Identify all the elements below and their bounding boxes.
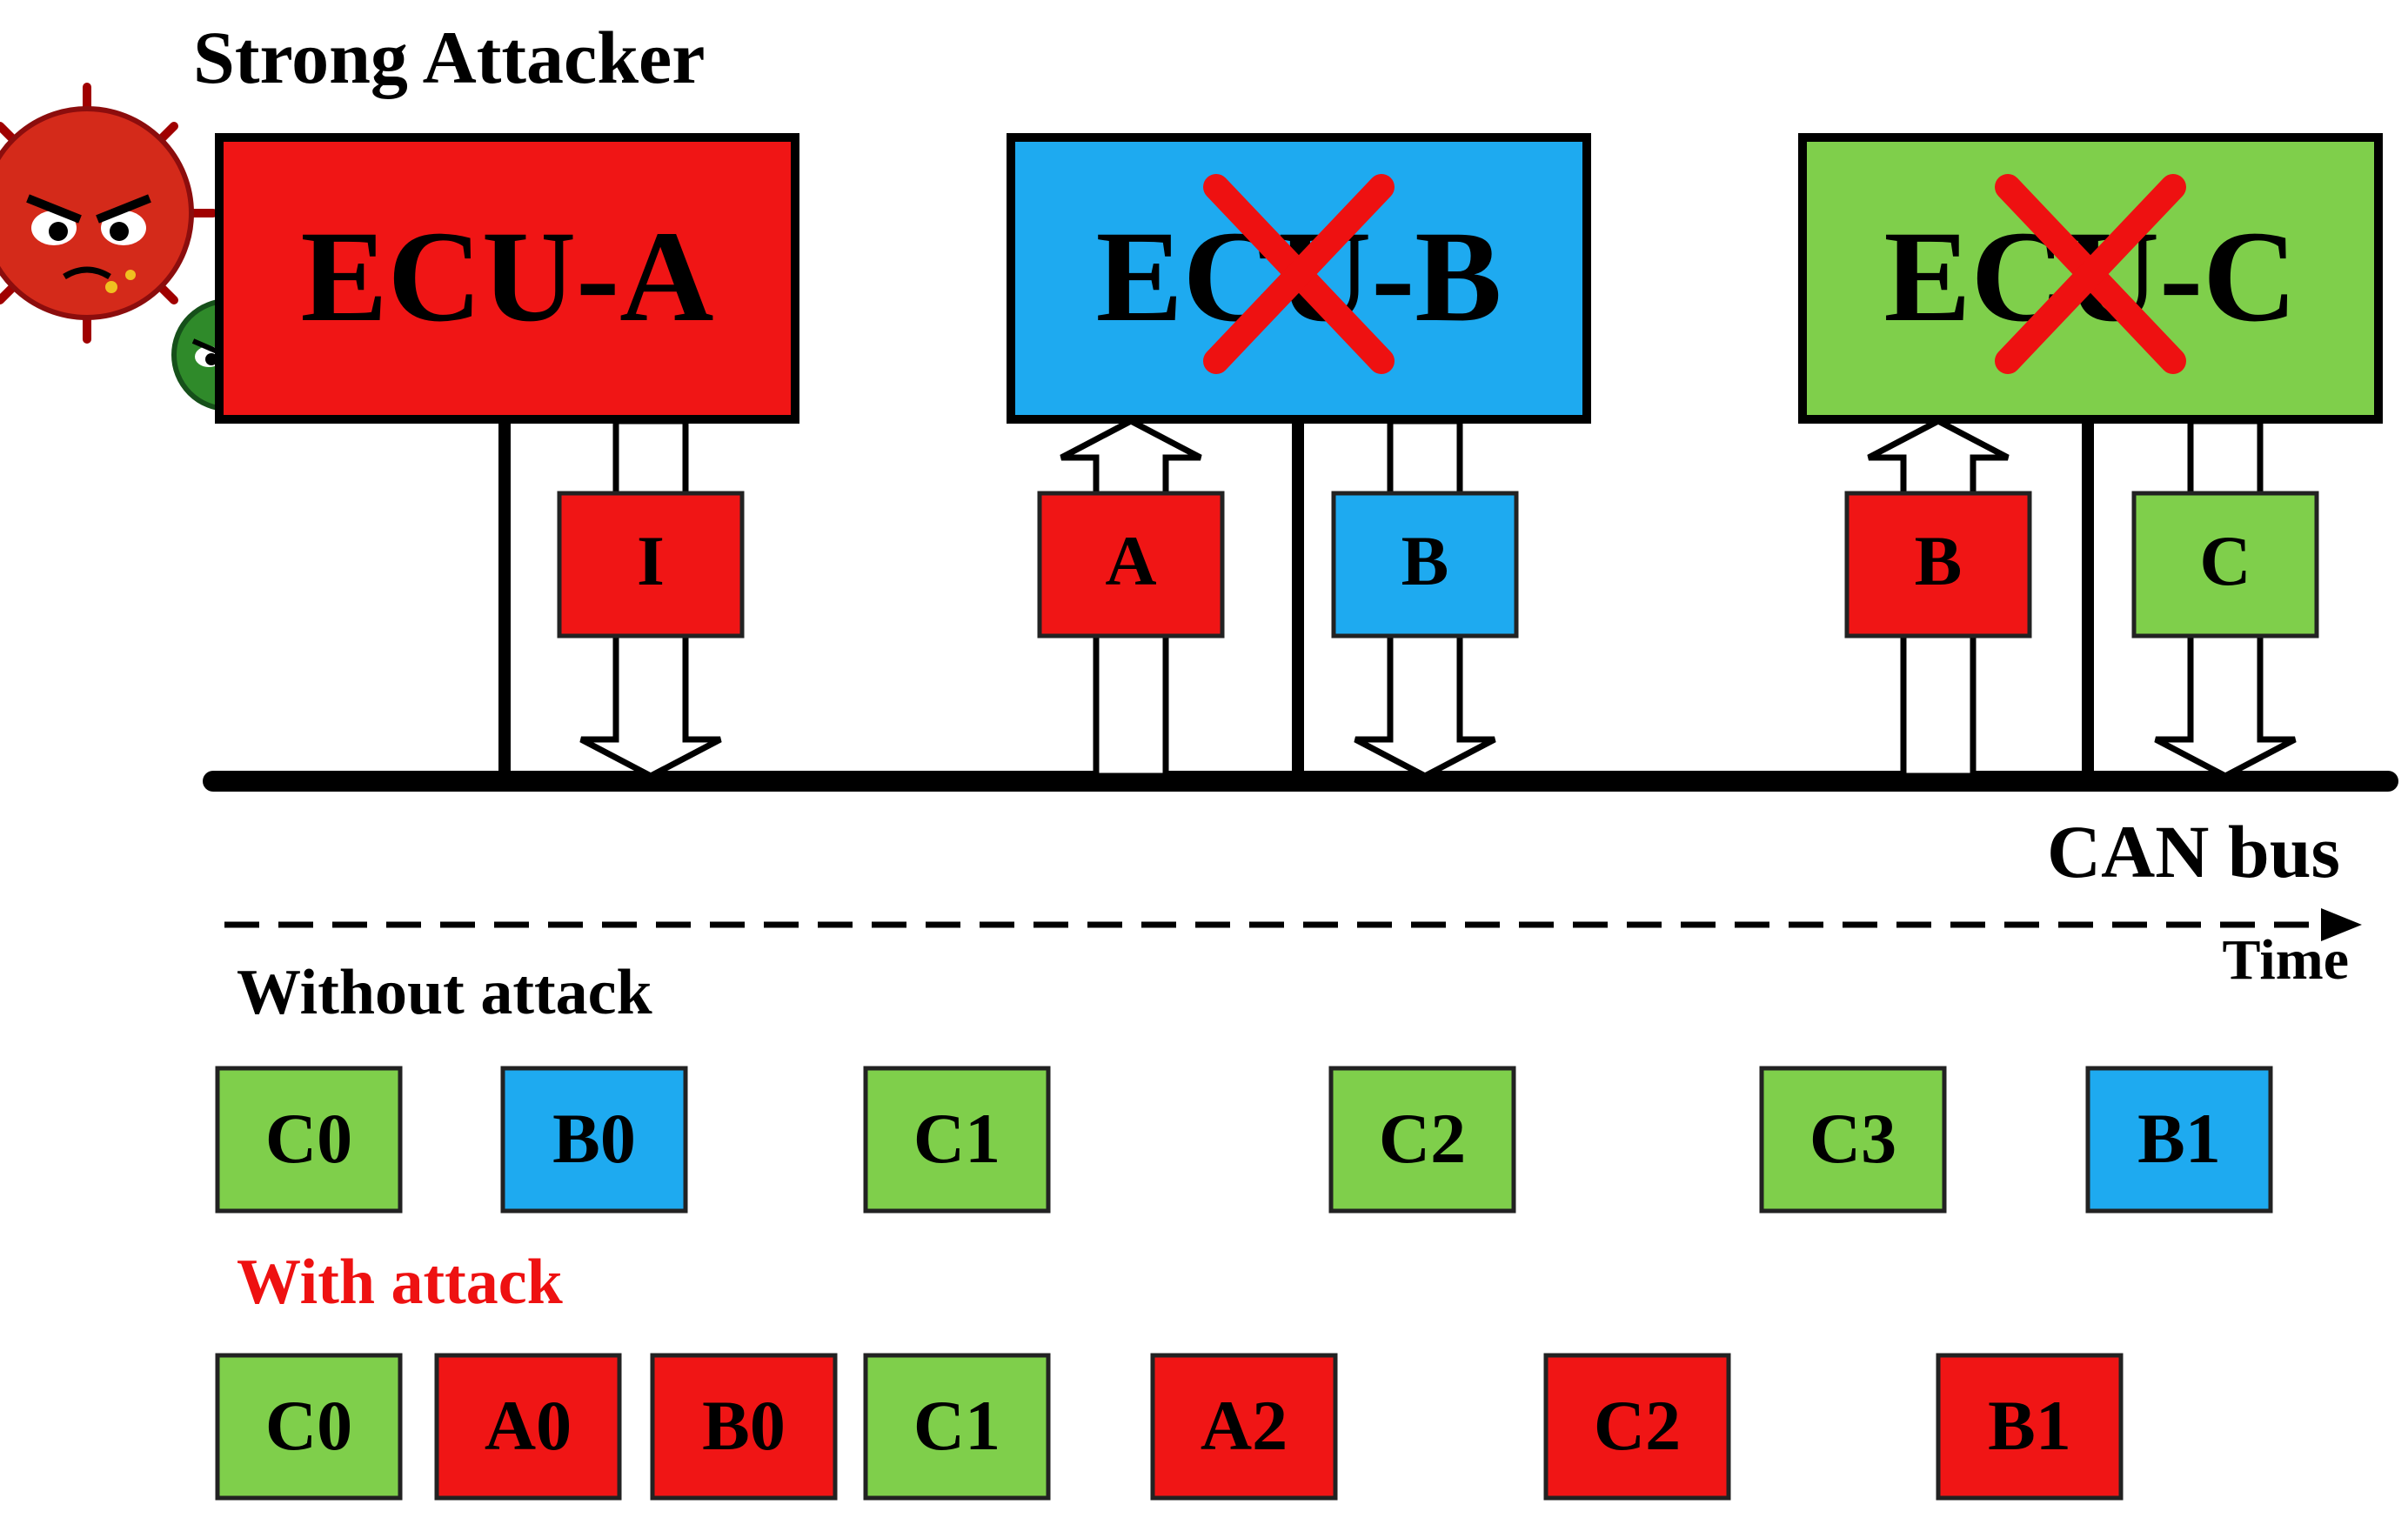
with-attack-label: With attack [237,1247,564,1318]
message-c2: C2 [1543,1353,1731,1501]
ecu-ecu-a: ECU-A [215,133,799,424]
frame-box [1844,491,2032,639]
message-box [863,1353,1051,1501]
disabled-cross-icon [1995,174,2186,374]
message-box [1543,1353,1731,1501]
message-c0: C0 [215,1066,403,1214]
message-box [434,1353,622,1501]
message-c0: C0 [215,1353,403,1501]
message-label: B1 [1988,1386,2071,1465]
disabled-cross-icon [1203,174,1395,374]
message-c3: C3 [1759,1066,1947,1214]
time-axis-arrowhead [2321,908,2362,941]
ecu-box [215,133,799,424]
frame-i-1: I [557,491,745,639]
frame-label: B [1401,521,1449,600]
message-b0: B0 [650,1353,838,1501]
message-a0: A0 [434,1353,622,1501]
message-box [215,1066,403,1214]
diagram-title: Strong Attacker [193,16,705,99]
ecu-group: ECU-A ECU-B ECU-C [215,133,2383,424]
message-b1: B1 [1936,1353,2124,1501]
message-label: B1 [2137,1099,2221,1178]
ecu-label: ECU-A [301,204,714,349]
message-label: C1 [913,1099,1000,1178]
frame-box [2131,491,2319,639]
message-box [2085,1066,2273,1214]
frame-a-2: A [1037,491,1225,639]
message-label: B0 [552,1099,636,1178]
message-label: C0 [265,1386,352,1465]
frame-label: A [1105,521,1156,600]
message-box [1936,1353,2124,1501]
message-c1: C1 [863,1066,1051,1214]
message-label: A0 [485,1386,572,1465]
message-label: C2 [1379,1099,1466,1178]
message-box [500,1066,688,1214]
ecu-ecu-c: ECU-C [1798,133,2383,424]
message-box [1328,1066,1516,1214]
ecu-ecu-b: ECU-B [1007,133,1591,424]
message-b1: B1 [2085,1066,2273,1214]
time-label: Time [2223,928,2349,992]
message-c1: C1 [863,1353,1051,1501]
frame-c-5: C [2131,491,2319,639]
message-b0: B0 [500,1066,688,1214]
message-box [215,1353,403,1501]
frame-label: C [2199,521,2251,600]
frame-box [1331,491,1519,639]
can-bus-label: CAN bus [2047,810,2340,893]
message-label: C1 [913,1386,1000,1465]
frame-label: B [1915,521,1963,600]
ecu-bus-connectors [498,419,2094,779]
message-label: C3 [1809,1099,1896,1178]
message-box [1150,1353,1338,1501]
without-attack-label: Without attack [237,957,652,1028]
frame-b-3: B [1331,491,1519,639]
frame-label: I [637,521,665,600]
message-label: C0 [265,1099,352,1178]
message-box [650,1353,838,1501]
message-label: B0 [702,1386,786,1465]
message-box [863,1066,1051,1214]
frame-box [1037,491,1225,639]
message-label: C2 [1594,1386,1681,1465]
message-box [1759,1066,1947,1214]
message-a2: A2 [1150,1353,1338,1501]
message-c2: C2 [1328,1066,1516,1214]
message-label: A2 [1201,1386,1288,1465]
frame-b-4: B [1844,491,2032,639]
frame-box [557,491,745,639]
with-attack-messages: C0 A0 B0 C1 A2 C2 B1 [215,1353,2124,1501]
without-attack-messages: C0 B0 C1 C2 C3 B1 [215,1066,2273,1214]
attacker-virus-icon [0,83,217,344]
